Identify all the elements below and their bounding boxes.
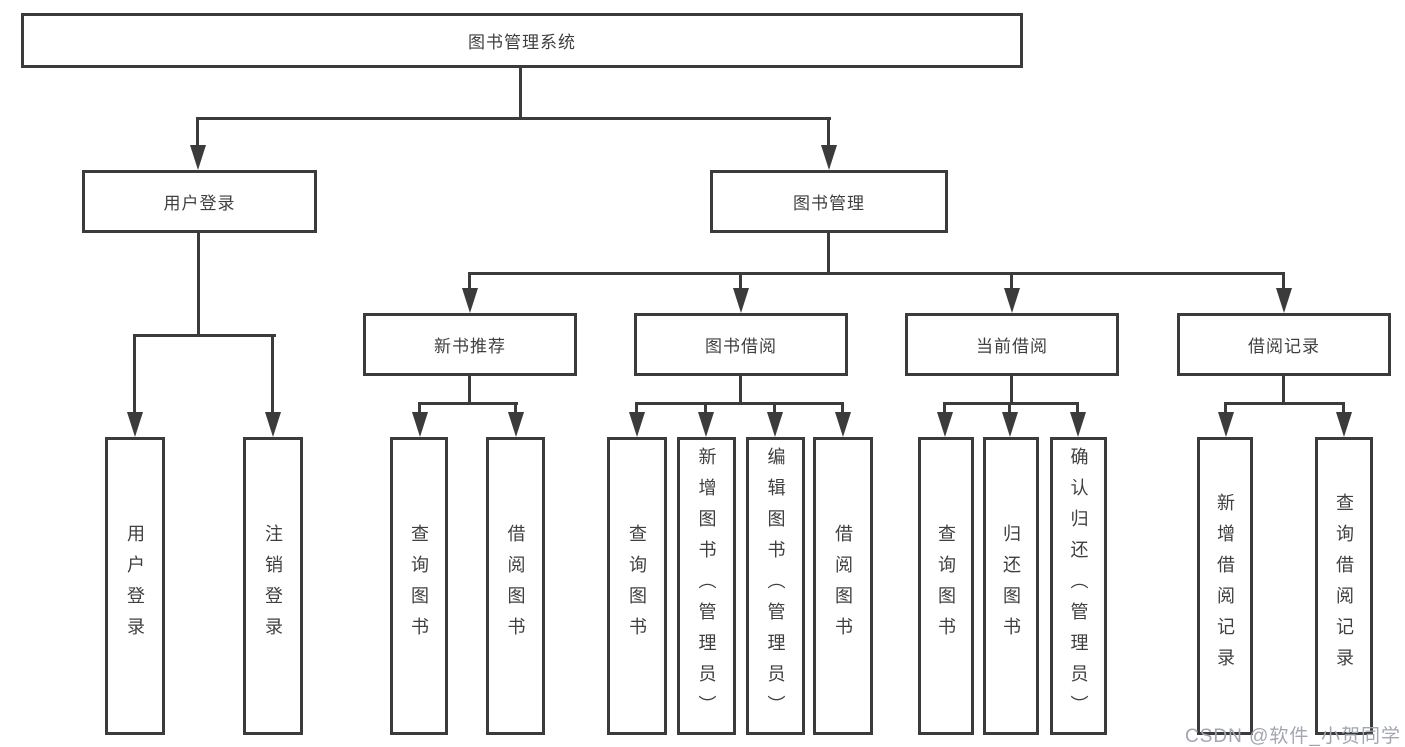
connector-arrow-stem (271, 334, 274, 420)
node-user-login: 用户登录 (82, 170, 317, 233)
connector-arrow-stem (841, 402, 844, 420)
connector-bar-book-borrow (635, 402, 843, 405)
node-new-book-recommend: 新书推荐 (363, 313, 577, 376)
connector-bar-new-book (418, 402, 518, 405)
arrowhead (1336, 412, 1352, 437)
connector-stem-user-login (197, 231, 200, 337)
connector-arrow-stem (1010, 272, 1013, 296)
arrowhead (265, 412, 281, 437)
arrowhead (767, 412, 783, 437)
node-current-borrow: 当前借阅 (905, 313, 1119, 376)
connector-arrow-stem (1282, 272, 1285, 296)
node-leaf-borrow-books: 借阅图书 (813, 437, 873, 735)
arrowhead (1276, 288, 1292, 313)
arrowhead (1002, 412, 1018, 437)
connector-arrow-stem (1076, 402, 1079, 420)
connector-arrow-stem (196, 117, 199, 153)
connector-stem-borrow-records (1282, 374, 1285, 405)
arrowhead (508, 412, 524, 437)
node-leaf-query-borrow-record: 查询借阅记录 (1315, 437, 1373, 735)
connector-arrow-stem (739, 272, 742, 296)
connector-stem-book-management (827, 231, 830, 275)
node-leaf-user-login: 用户登录 (105, 437, 165, 735)
connector-bar-user-login (133, 334, 276, 337)
node-leaf-edit-book-admin: 编辑图书（管理员） (746, 437, 805, 735)
connector-bar-current-borrow (943, 402, 1079, 405)
node-borrow-records: 借阅记录 (1177, 313, 1391, 376)
arrowhead (937, 412, 953, 437)
csdn-watermark: CSDN @软件_小贺同学 (1185, 726, 1401, 747)
node-book-management: 图书管理 (710, 170, 948, 233)
connector-arrow-stem (704, 402, 707, 420)
connector-arrow-stem (418, 402, 421, 420)
connector-arrow-stem (1342, 402, 1345, 420)
connector-stem-root (519, 66, 522, 120)
connector-arrow-stem (1224, 402, 1227, 420)
connector-bar-root (197, 117, 831, 120)
connector-arrow-stem (773, 402, 776, 420)
node-leaf-add-book-admin: 新增图书（管理员） (677, 437, 736, 735)
arrowhead (190, 145, 206, 170)
node-leaf-logout: 注销登录 (243, 437, 303, 735)
arrowhead (1004, 288, 1020, 313)
arrowhead (462, 288, 478, 313)
connector-stem-book-borrow (739, 374, 742, 405)
node-leaf-query-books-recommend: 查询图书 (390, 437, 448, 735)
connector-arrow-stem (635, 402, 638, 420)
connector-arrow-stem (1008, 402, 1011, 420)
arrowhead (127, 412, 143, 437)
connector-stem-current-borrow (1010, 374, 1013, 405)
connector-bar-book-management (468, 272, 1285, 275)
node-leaf-add-borrow-record: 新增借阅记录 (1197, 437, 1253, 735)
node-book-borrow: 图书借阅 (634, 313, 848, 376)
connector-arrow-stem (514, 402, 517, 420)
node-leaf-query-books-borrow: 查询图书 (607, 437, 667, 735)
connector-arrow-stem (827, 117, 830, 153)
node-library-management-system: 图书管理系统 (21, 13, 1023, 68)
arrowhead (698, 412, 714, 437)
arrowhead (1070, 412, 1086, 437)
node-leaf-query-books-current: 查询图书 (918, 437, 974, 735)
arrowhead (629, 412, 645, 437)
arrowhead (821, 145, 837, 170)
node-leaf-borrow-books-recommend: 借阅图书 (486, 437, 545, 735)
arrowhead (733, 288, 749, 313)
connector-arrow-stem (468, 272, 471, 296)
connector-arrow-stem (943, 402, 946, 420)
connector-bar-borrow-records (1224, 402, 1344, 405)
arrowhead (1218, 412, 1234, 437)
node-leaf-confirm-return-admin: 确认归还（管理员） (1050, 437, 1107, 735)
connector-arrow-stem (133, 334, 136, 420)
node-leaf-return-books: 归还图书 (983, 437, 1039, 735)
arrowhead (835, 412, 851, 437)
connector-stem-new-book (468, 374, 471, 405)
arrowhead (412, 412, 428, 437)
